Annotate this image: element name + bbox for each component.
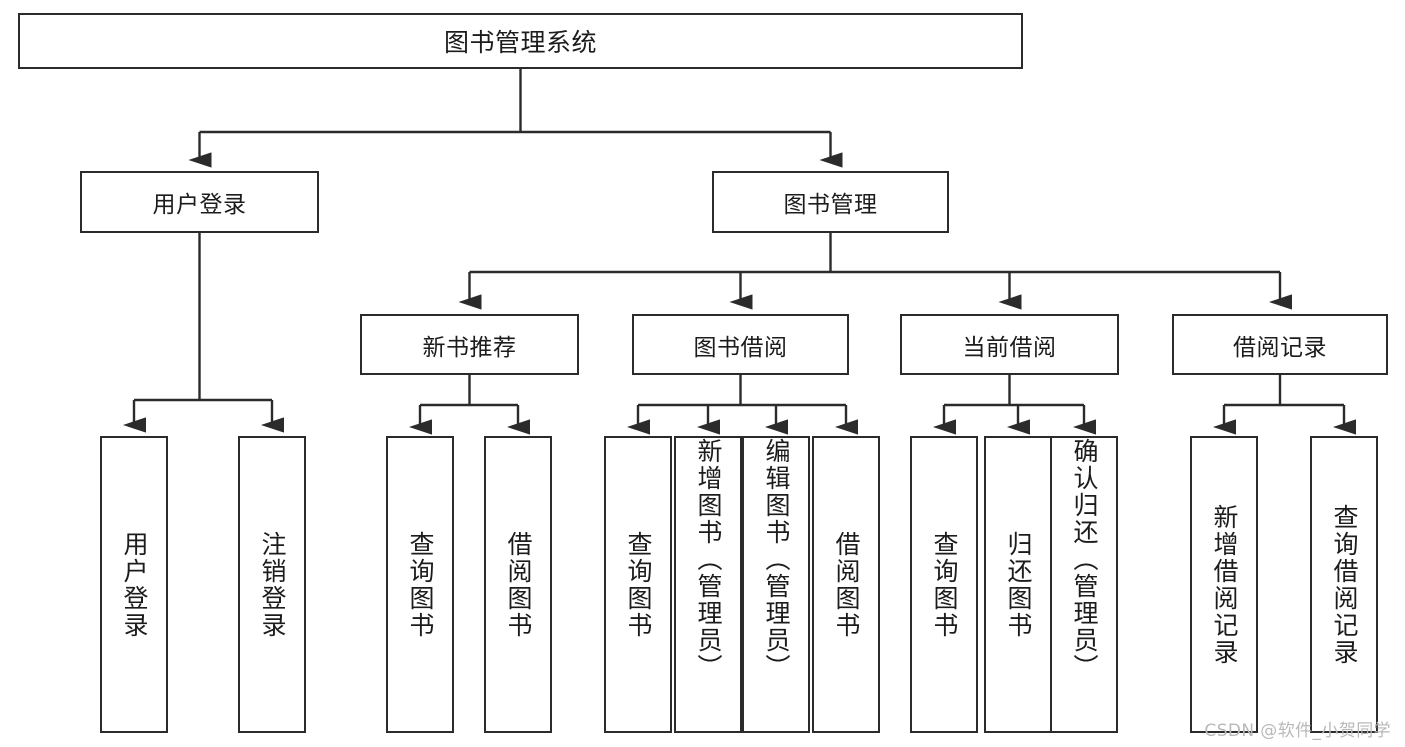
node-leaf-borrow-books[interactable]: 借阅图书: [812, 436, 880, 733]
node-label: 编辑图书（管理员）: [762, 438, 791, 681]
node-leaf-user-login[interactable]: 用户登录: [100, 436, 168, 733]
node-leaf-add-borrow-record[interactable]: 新增借阅记录: [1190, 436, 1258, 733]
node-book-management-system[interactable]: 图书管理系统: [18, 13, 1023, 69]
node-label: 用户登录: [120, 530, 149, 639]
node-label: 当前借阅: [962, 334, 1057, 361]
node-label: 用户登录: [152, 192, 247, 218]
node-label: 查询借阅记录: [1330, 503, 1359, 666]
node-label: 注销登录: [258, 530, 287, 639]
node-label: 确认归还（管理员）: [1070, 438, 1099, 681]
node-label: 新书推荐: [422, 334, 517, 361]
node-label: 归还图书: [1004, 530, 1033, 639]
node-leaf-return-books[interactable]: 归还图书: [984, 436, 1052, 733]
node-leaf-confirm-return-admin[interactable]: 确认归还（管理员）: [1050, 436, 1118, 733]
node-label: 借阅图书: [504, 530, 533, 639]
node-leaf-query-books-current[interactable]: 查询图书: [910, 436, 978, 733]
node-leaf-edit-book-admin[interactable]: 编辑图书（管理员）: [742, 436, 810, 733]
node-label: 图书借阅: [693, 334, 788, 361]
node-label: 新增图书（管理员）: [694, 438, 723, 681]
node-leaf-add-book-admin[interactable]: 新增图书（管理员）: [674, 436, 742, 733]
node-leaf-query-books-new[interactable]: 查询图书: [386, 436, 454, 733]
node-label: 借阅记录: [1233, 334, 1327, 361]
node-label: 查询图书: [930, 530, 959, 639]
node-user-login[interactable]: 用户登录: [80, 171, 319, 233]
node-label: 查询图书: [624, 530, 653, 639]
node-book-borrowing[interactable]: 图书借阅: [632, 314, 849, 375]
node-label: 图书管理: [783, 192, 878, 218]
node-borrowing-records[interactable]: 借阅记录: [1172, 314, 1388, 375]
node-book-management[interactable]: 图书管理: [712, 171, 949, 233]
node-leaf-borrow-books-new[interactable]: 借阅图书: [484, 436, 552, 733]
node-label: 新增借阅记录: [1210, 503, 1239, 666]
node-label: 图书管理系统: [443, 28, 597, 57]
node-leaf-logout[interactable]: 注销登录: [238, 436, 306, 733]
node-leaf-query-borrow-record[interactable]: 查询借阅记录: [1310, 436, 1378, 733]
csdn-watermark: CSDN @软件_小贺同学: [1204, 721, 1391, 741]
node-new-book-recommendation[interactable]: 新书推荐: [360, 314, 579, 375]
node-current-borrowing[interactable]: 当前借阅: [900, 314, 1119, 375]
node-label: 查询图书: [406, 530, 435, 639]
node-leaf-query-books-borrow[interactable]: 查询图书: [604, 436, 672, 733]
node-label: 借阅图书: [832, 530, 861, 639]
